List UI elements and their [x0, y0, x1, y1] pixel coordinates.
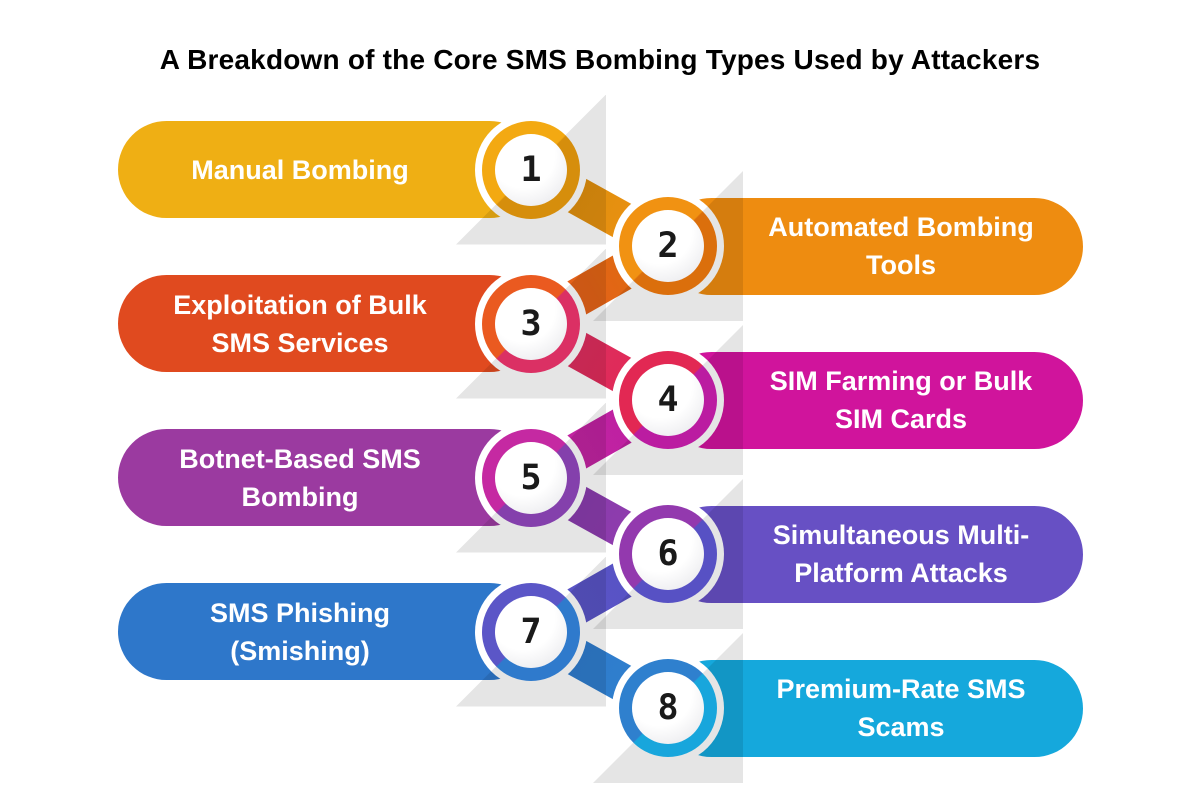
badge-number-disc: 1 — [495, 133, 567, 206]
pill-premium-rate-scams: Premium-Rate SMS Scams — [663, 659, 1083, 757]
badge-number-disc: 8 — [632, 672, 704, 744]
badge-6: 6 — [593, 479, 743, 629]
pill-sim-farming: SIM Farming or Bulk SIM Cards — [663, 351, 1083, 449]
pill-label: SMS Phishing (Smishing) — [209, 597, 390, 666]
badge-number: 2 — [657, 226, 679, 266]
badge-4: 4 — [593, 325, 743, 475]
badge-number-disc: 5 — [495, 441, 567, 514]
pill-label: Simultaneous Multi- Platform Attacks — [772, 520, 1030, 588]
pill-manual-bombing: Manual Bombing — [118, 121, 538, 218]
pill-sms-phishing: SMS Phishing (Smishing) — [118, 583, 538, 680]
pill-label: Exploitation of Bulk SMS Services — [173, 289, 427, 358]
page-title: A Breakdown of the Core SMS Bombing Type… — [159, 44, 1041, 75]
badge-number-disc: 4 — [632, 364, 704, 436]
pill-label: Automated Bombing Tools — [768, 212, 1034, 280]
pill-exploitation-bulk-sms: Exploitation of Bulk SMS Services — [118, 275, 538, 372]
pill-label: Premium-Rate SMS Scams — [776, 674, 1026, 742]
pill-automated-bombing-tools: Automated Bombing Tools — [663, 197, 1083, 295]
badge-number: 8 — [657, 688, 679, 728]
badge-5: 5 — [456, 402, 606, 553]
pill-botnet-based-bombing: Botnet-Based SMS Bombing — [118, 429, 538, 526]
badge-1: 1 — [456, 94, 606, 245]
badge-number: 3 — [520, 303, 542, 344]
badge-number: 4 — [657, 380, 679, 420]
badge-number-disc: 7 — [495, 595, 567, 668]
pill-label: SIM Farming or Bulk SIM Cards — [769, 366, 1033, 434]
pill-label: Botnet-Based SMS Bombing — [179, 443, 421, 512]
badge-number-disc: 6 — [632, 518, 704, 590]
badge-8: 8 — [593, 633, 743, 783]
badge-number: 6 — [657, 534, 679, 574]
badge-number: 1 — [520, 149, 542, 190]
badge-number-disc: 3 — [495, 287, 567, 360]
pill-multi-platform-attacks: Simultaneous Multi- Platform Attacks — [663, 505, 1083, 603]
badge-2: 2 — [593, 171, 743, 321]
pill-label: Manual Bombing — [191, 154, 409, 185]
badge-3: 3 — [456, 248, 606, 399]
badge-number: 7 — [520, 611, 542, 652]
badge-7: 7 — [456, 556, 606, 707]
badge-number-disc: 2 — [632, 210, 704, 282]
badge-number: 5 — [520, 457, 542, 498]
